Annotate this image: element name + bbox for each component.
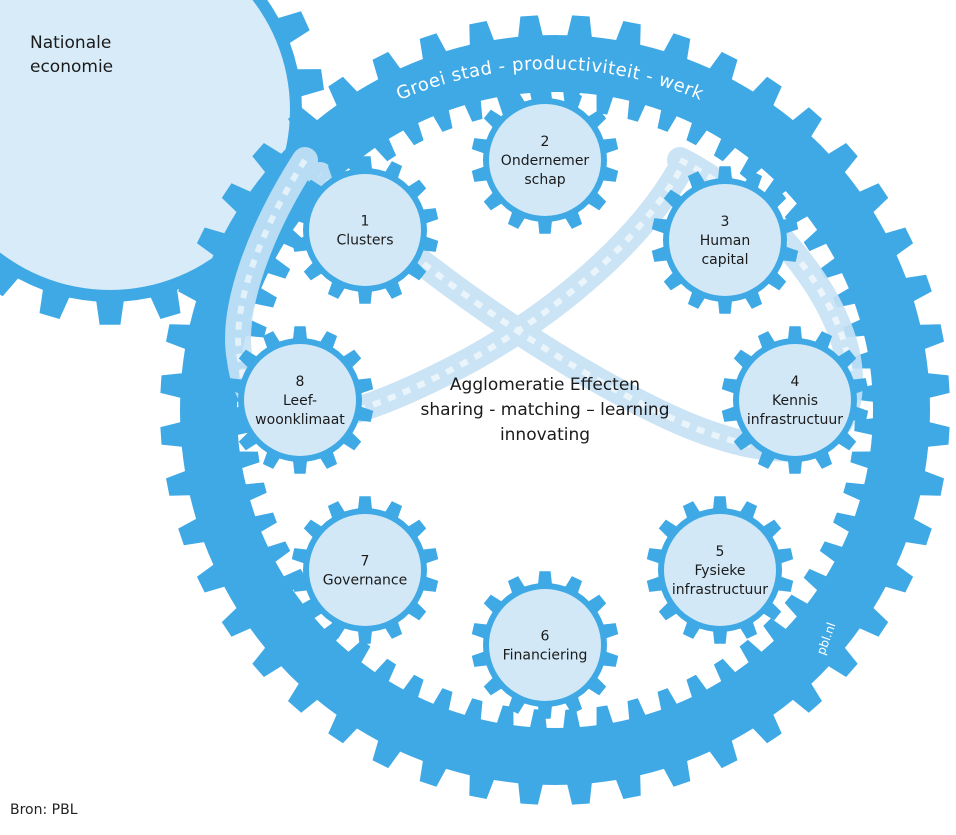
gear-3-face (669, 184, 781, 296)
gear-1-face (309, 174, 421, 286)
gear-5-label: infrastructuur (672, 582, 768, 598)
gear-4-face (739, 344, 851, 456)
center-label-line2: sharing - matching – learning (421, 400, 670, 420)
gear-7-label: Governance (323, 573, 407, 589)
gear-4-label: infrastructuur (747, 412, 843, 428)
gear-6-face (489, 589, 601, 701)
gear-7-face (309, 514, 421, 626)
gear-6-number: 6 (541, 629, 550, 645)
gear-5-label: Fysieke (694, 563, 745, 579)
gear-1-number: 1 (361, 214, 370, 230)
national-economy-label-line2: economie (30, 57, 113, 77)
gear-6-label: Financiering (503, 648, 588, 664)
gear-2-number: 2 (541, 134, 550, 150)
gear-3-label: Human (700, 233, 751, 249)
gear-8-number: 8 (296, 374, 305, 390)
gear-2-label: Ondernemer (501, 153, 590, 169)
gear-1-label: Clusters (337, 233, 394, 249)
gear-4-label: Kennis (772, 393, 818, 409)
gear-2-face (489, 104, 601, 216)
gear-8-label: Leef- (283, 393, 317, 409)
gear-8-label: woonklimaat (255, 412, 345, 428)
gear-2-label: schap (524, 172, 565, 188)
gear-4-number: 4 (791, 374, 800, 390)
center-label-line1: Agglomeratie Effecten (450, 375, 640, 395)
gear-5-number: 5 (716, 544, 725, 560)
gear-5-face (664, 514, 776, 626)
gear-3-number: 3 (721, 214, 730, 230)
gear-8-face (244, 344, 356, 456)
national-economy-label-line1: Nationale (30, 33, 111, 53)
center-label-line3: innovating (500, 425, 590, 445)
gear-3-label: capital (701, 252, 748, 268)
source-note: Bron: PBL (10, 802, 78, 818)
gear-7-number: 7 (361, 554, 370, 570)
belt-dashes (235, 157, 854, 452)
